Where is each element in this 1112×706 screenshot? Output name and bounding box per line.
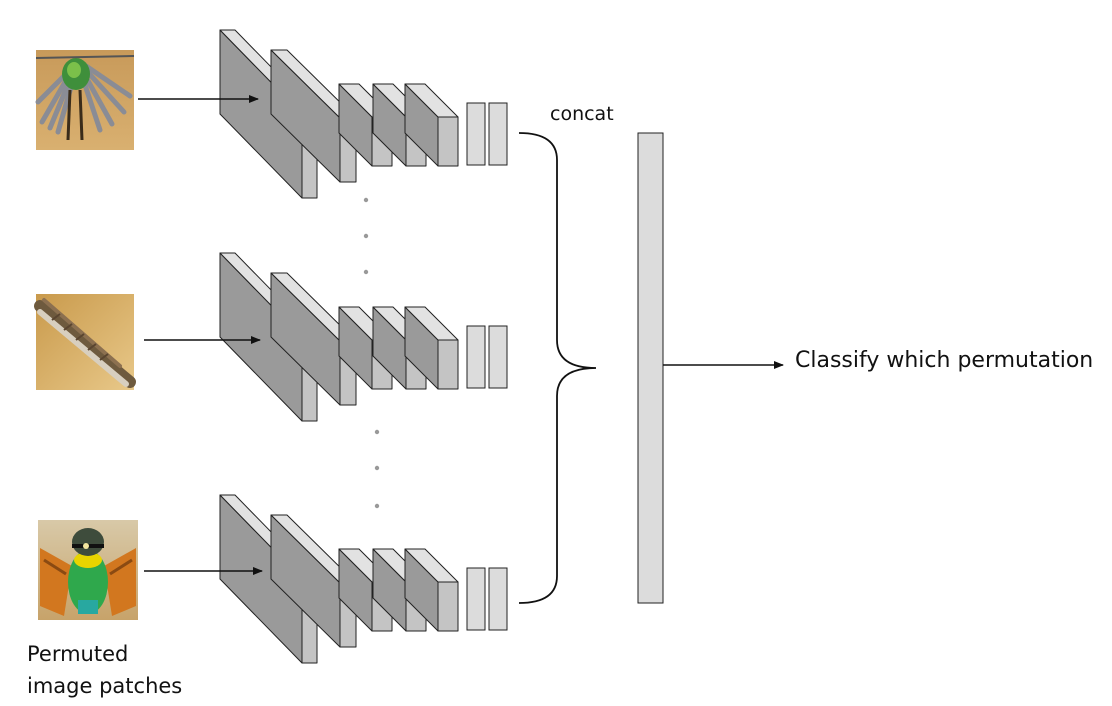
fc-slab-1	[466, 102, 486, 166]
fc-slab-1	[466, 325, 486, 389]
input-caption: Permuted image patches	[27, 638, 247, 702]
output-label: Classify which permutation	[795, 348, 1094, 373]
concat-brace	[518, 132, 597, 604]
wing-feather-patch	[34, 294, 136, 390]
ellipsis-dots-lower	[374, 429, 380, 509]
ellipsis-dots-upper	[363, 197, 369, 275]
fc-slab-2	[488, 102, 508, 166]
bird-head-patch	[38, 520, 138, 620]
layer-5-front	[437, 116, 459, 167]
fc-slab-2	[488, 567, 508, 631]
cnn-branch-2	[219, 252, 508, 422]
layer-5-front	[437, 339, 459, 390]
input-caption-line1: Permuted	[27, 642, 129, 666]
layer-5-front	[437, 581, 459, 632]
cnn-branch-3	[219, 494, 508, 664]
fc-slab-2	[488, 325, 508, 389]
concat-label: concat	[550, 103, 614, 125]
fc-slab-1	[466, 567, 486, 631]
input-caption-line2: image patches	[27, 674, 183, 698]
fc-layer	[637, 132, 664, 604]
bird-tail-patch	[35, 50, 135, 150]
cnn-branches	[219, 29, 508, 664]
cnn-branch-1	[219, 29, 508, 199]
